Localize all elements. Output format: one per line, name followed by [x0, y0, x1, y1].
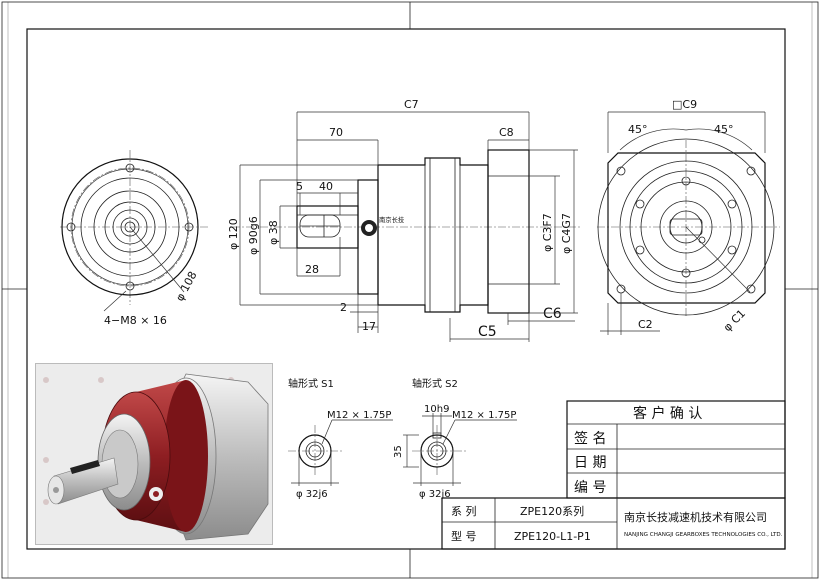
shaft-s1-dia: φ 32j6 [296, 489, 328, 500]
series-value: ZPE120系列 [520, 504, 584, 518]
gearbox-render [43, 373, 269, 541]
dim-bolts: 4−M8 × 16 [104, 314, 167, 327]
dim-d108: φ 108 [173, 269, 199, 303]
sign-label: 签 名 [574, 430, 606, 447]
shaft-s1-view [288, 419, 393, 486]
shaft-s1-title: 轴形式 S1 [288, 377, 334, 390]
watermark-brand: 南京长技 [379, 215, 405, 224]
dim-c6: C6 [543, 306, 562, 322]
model-label: 型 号 [451, 529, 477, 543]
customer-confirm-header: 客 户 确 认 [633, 405, 702, 422]
title-block [441, 400, 786, 550]
dim-c3: φ C3F7 [541, 213, 554, 252]
dim-c9: □C9 [672, 98, 697, 111]
side-view: 南京长技 [232, 149, 580, 314]
dim-angle-left: 45° [628, 123, 648, 136]
dim-c2: C2 [638, 318, 653, 331]
dim-17: 17 [362, 320, 376, 333]
shaft-s2-title: 轴形式 S2 [412, 377, 458, 390]
dim-c8: C8 [499, 126, 514, 139]
shaft-s1-thread: M12 × 1.75P [327, 410, 391, 421]
shaft-s2-height: 35 [393, 445, 404, 458]
date-label: 日 期 [574, 455, 606, 471]
front-view-right [597, 138, 780, 318]
shaft-s2-key: 10h9 [424, 404, 449, 415]
company-name-en: NANJING CHANGJI GEARBOXES TECHNOLOGIES C… [624, 532, 783, 538]
product-photo [35, 363, 273, 545]
dim-c4: φ C4G7 [560, 213, 573, 254]
model-value: ZPE120-L1-P1 [514, 530, 591, 543]
shaft-s2-dia: φ 32j6 [419, 489, 451, 500]
company-name-cn: 南京长技减速机技术有限公司 [624, 510, 767, 524]
dim-d38: φ 38 [267, 220, 280, 245]
dim-d120: φ 120 [227, 218, 240, 250]
shaft-s2-thread: M12 × 1.75P [452, 410, 516, 421]
series-label: 系 列 [451, 504, 477, 518]
dim-c7: C7 [404, 98, 419, 111]
number-label: 编 号 [574, 480, 606, 496]
dim-d90: φ 90g6 [247, 216, 260, 255]
dim-5: 5 [296, 180, 303, 193]
dim-angle-right: 45° [714, 123, 734, 136]
dim-2: 2 [340, 301, 347, 314]
dim-28: 28 [305, 263, 319, 276]
dim-c5: C5 [478, 324, 497, 340]
shaft-s2-view [403, 413, 517, 486]
front-view-left [60, 150, 210, 305]
dim-40: 40 [319, 180, 333, 193]
dim-c1: φ C1 [721, 307, 748, 334]
dim-70: 70 [329, 126, 343, 139]
